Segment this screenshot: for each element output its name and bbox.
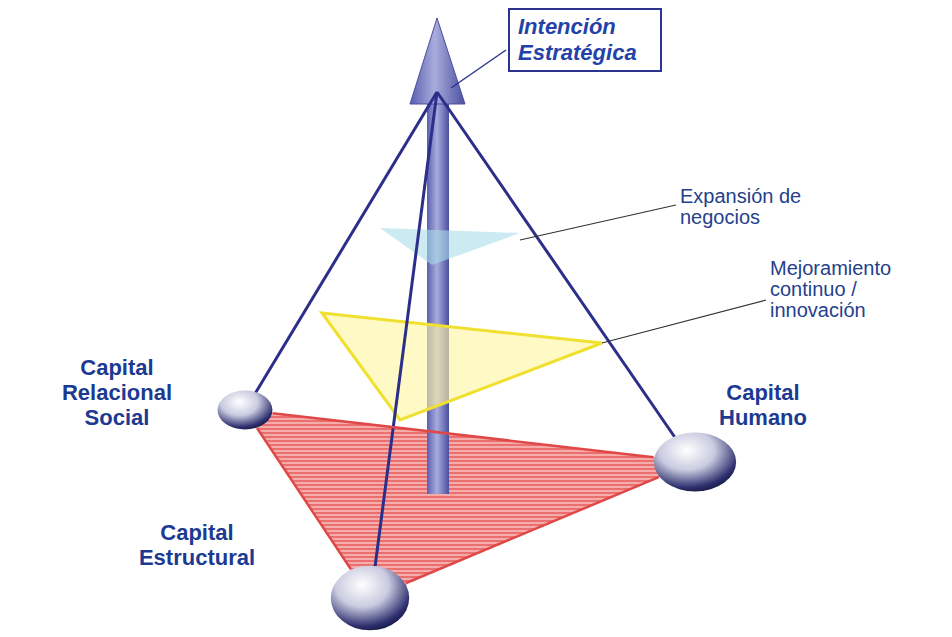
- box-title: Intención Estratégica: [518, 14, 652, 66]
- leader-line: [451, 50, 506, 88]
- pyramid-edge: [372, 92, 437, 590]
- capital-label: Capital Humano: [703, 380, 823, 430]
- pyramid-edge: [437, 92, 685, 452]
- innovation-triangle: [322, 313, 602, 420]
- capital-sphere: Capital Humano: [653, 432, 737, 492]
- capital-sphere: Capital Relacional Social: [217, 390, 273, 430]
- base-edge: [406, 477, 659, 583]
- level-label: Expansión de negocios: [680, 186, 820, 228]
- capital-sphere: Capital Estructural: [330, 565, 410, 631]
- strategy-box: Intención Estratégica: [508, 8, 662, 72]
- sphere-shape: [217, 390, 273, 430]
- base-edge: [273, 413, 654, 457]
- level-label: Mejoramiento continuo / innovación: [770, 258, 910, 321]
- capital-label: Capital Estructural: [122, 520, 272, 570]
- sphere-shape: [653, 432, 737, 492]
- base-triangle: [245, 410, 695, 600]
- capital-label: Capital Relacional Social: [51, 355, 183, 430]
- leader-line: [602, 300, 766, 343]
- sphere-shape: [330, 565, 410, 631]
- leader-line: [520, 205, 676, 240]
- arrow-shaft: [427, 98, 449, 494]
- expansion-triangle: [380, 228, 520, 265]
- arrow-head: [410, 18, 465, 104]
- pyramid-edge: [250, 92, 437, 402]
- base-edge: [257, 428, 351, 569]
